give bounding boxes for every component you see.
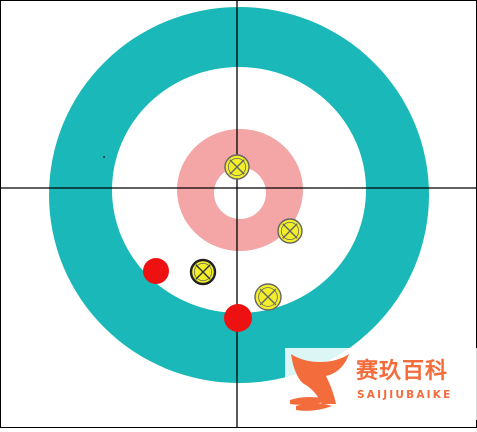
yellow-stone-4-inner-ring: [258, 287, 278, 307]
ice-speck: [103, 156, 105, 158]
yellow-stone-4: [254, 283, 282, 311]
yellow-stone-1-cross-mark: [229, 159, 245, 175]
whale-tail-icon: [290, 354, 349, 411]
yellow-stone-1: [224, 154, 250, 180]
red-stone-1: [143, 258, 169, 284]
yellow-stone-2-inner-ring: [280, 221, 300, 241]
red-stone-1-body: [143, 258, 169, 284]
yellow-stone-3-inner-ring: [193, 262, 213, 282]
yellow-stone-3-cross-mark: [195, 264, 211, 280]
button-ring: [214, 167, 266, 219]
watermark-logo: [285, 348, 477, 420]
stones-layer: [143, 154, 303, 332]
yellow-stone-2: [277, 218, 303, 244]
red-stone-2-body: [224, 304, 252, 332]
red-stone-2: [224, 304, 252, 332]
watermark-title: 赛玖百科: [356, 359, 449, 384]
watermark-subtitle: SAIJIUBAIKE: [357, 389, 453, 401]
yellow-stone-2-cross-mark: [282, 223, 298, 239]
yellow-stone-4-cross-mark: [259, 288, 277, 306]
yellow-stone-3: [189, 258, 217, 286]
yellow-stone-1-inner-ring: [227, 157, 247, 177]
